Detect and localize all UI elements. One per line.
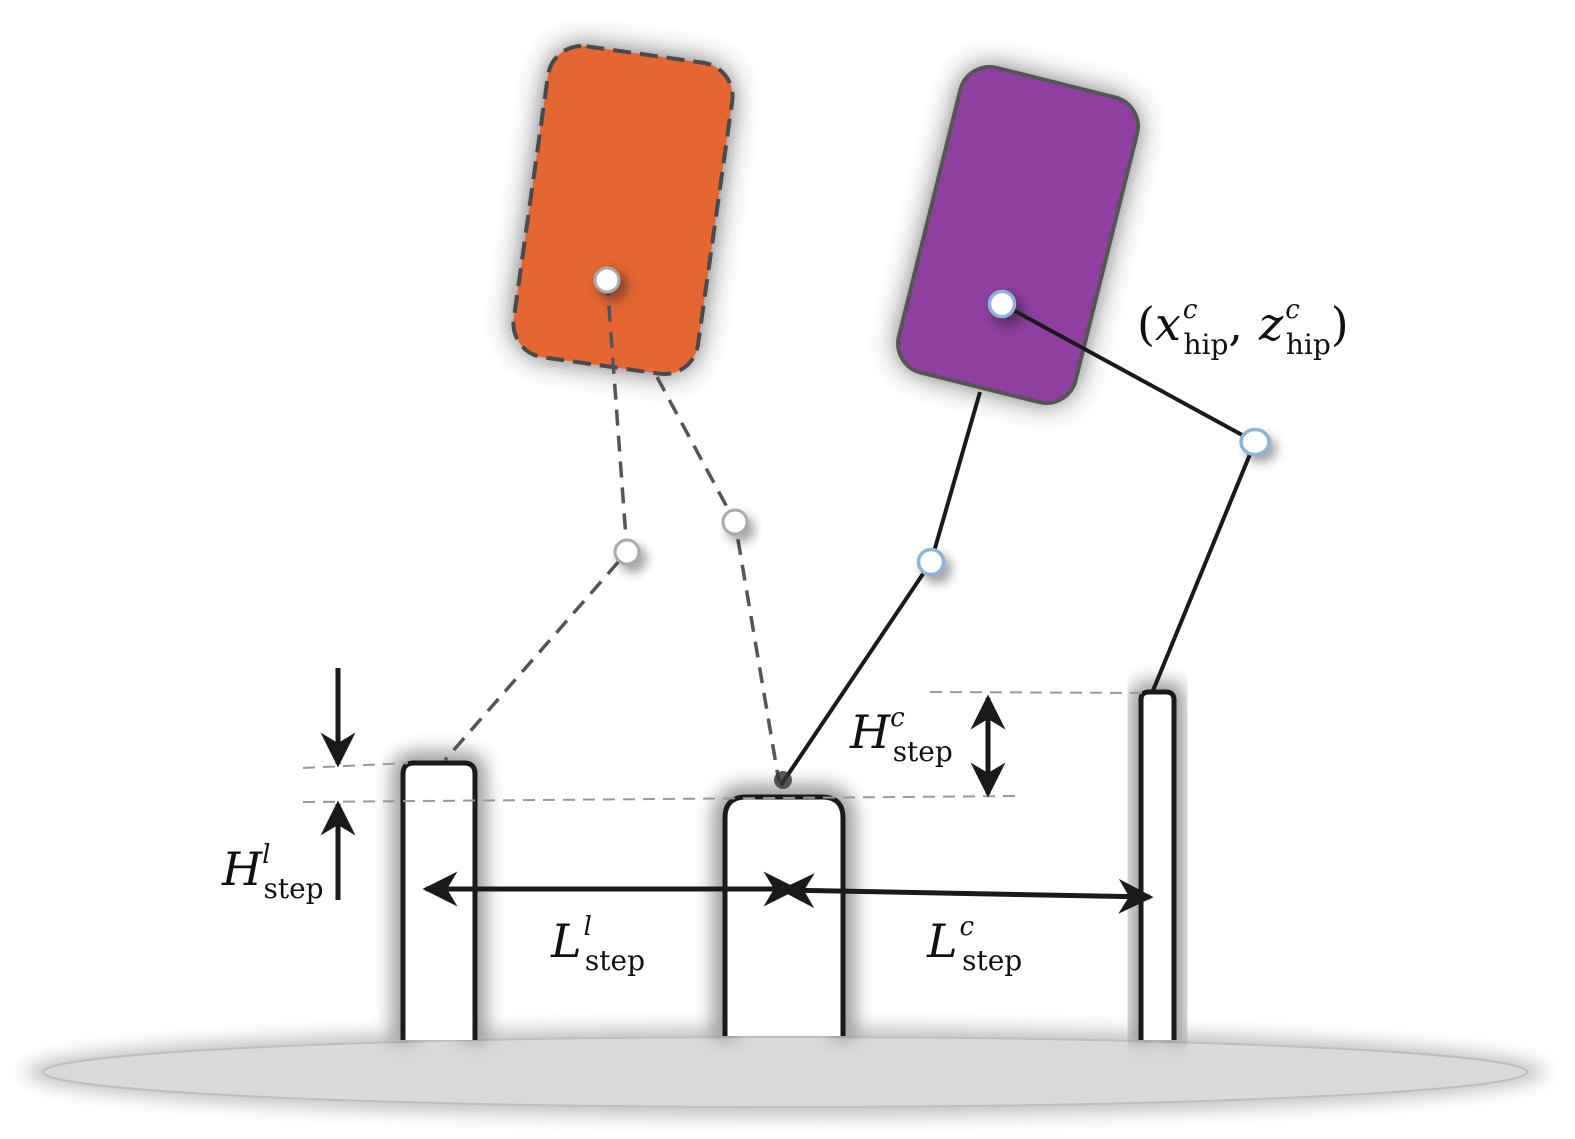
guide-left-top [302, 762, 409, 769]
previous-leg [443, 43, 781, 783]
ground [25, 1028, 1545, 1116]
previous-joints [593, 266, 755, 573]
dimension-arrows [320, 668, 1154, 914]
current-foot-contact [774, 771, 792, 789]
current-leg [774, 65, 1277, 789]
l-step-current-arrow [779, 873, 1154, 914]
pillar-left [392, 752, 486, 1040]
pillar-right [1130, 681, 1185, 1040]
step-pillars [392, 681, 1185, 1040]
current-joints [774, 289, 1277, 789]
ground-surface [42, 1036, 1528, 1108]
height-guides [302, 691, 1144, 803]
pillar-middle [713, 785, 855, 1036]
previous-body [511, 43, 735, 377]
guide-right-top [929, 691, 1144, 694]
previous-front-leg [655, 376, 781, 783]
current-body [896, 65, 1140, 405]
